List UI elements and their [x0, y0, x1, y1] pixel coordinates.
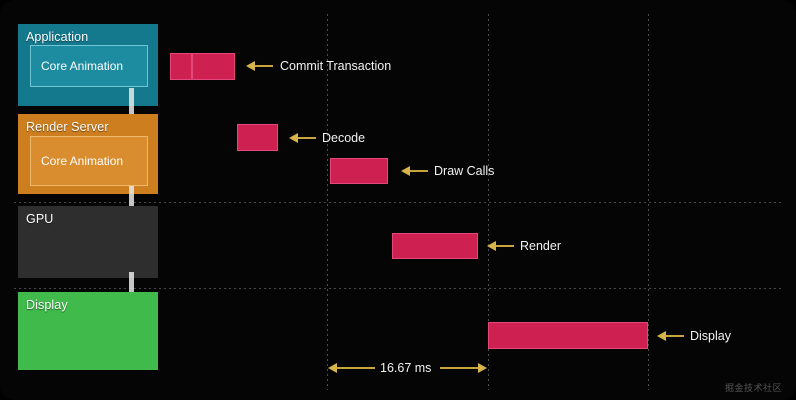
callout-display-line: [666, 335, 684, 337]
callout-display-arrowhead: [657, 331, 666, 341]
callout-decode-line: [298, 137, 316, 139]
measurement-line-right: [440, 367, 478, 369]
measurement-label: 16.67 ms: [380, 361, 432, 375]
lane-render-server-core-animation-box: Core Animation: [30, 136, 148, 186]
lane-application-core-animation-box: Core Animation: [30, 45, 148, 87]
measurement-arrowhead-right: [478, 363, 487, 373]
flow-arrow-app-to-render-server-shaft: [129, 88, 134, 122]
measurement-arrowhead-left: [328, 363, 337, 373]
callout-render-line: [496, 245, 514, 247]
bar-decode: [237, 124, 278, 151]
callout-draw-calls-arrowhead: [401, 166, 410, 176]
lane-render-server-core-animation-label: Core Animation: [41, 154, 124, 168]
lane-gpu: GPU: [18, 206, 158, 278]
lane-application-core-animation-label: Core Animation: [41, 59, 124, 73]
callout-render-label: Render: [520, 239, 561, 253]
callout-render-arrowhead: [487, 241, 496, 251]
lane-gpu-title: GPU: [26, 212, 54, 226]
measurement-line-left: [337, 367, 375, 369]
callout-draw-calls-label: Draw Calls: [434, 164, 495, 178]
callout-commit-transaction-label: Commit Transaction: [280, 59, 392, 73]
callout-commit-transaction-arrowhead: [246, 61, 255, 71]
flow-arrow-gpu-to-display-shaft: [129, 272, 134, 302]
callout-display-label: Display: [690, 329, 731, 343]
bar-commit-transaction-segment-2: [192, 53, 235, 80]
lane-display-title: Display: [26, 298, 68, 312]
bar-display: [488, 322, 648, 349]
watermark: 掘金技术社区: [724, 383, 782, 393]
lane-display: Display: [18, 292, 158, 370]
bar-commit-transaction-segment-1: [170, 53, 192, 80]
callout-decode-label: Decode: [322, 131, 366, 145]
bar-draw-calls: [330, 158, 388, 184]
gridline-horizontal-gpu: [14, 202, 784, 203]
bar-render: [392, 233, 478, 259]
lane-render-server-title: Render Server: [26, 120, 109, 134]
callout-decode-arrowhead: [289, 133, 298, 143]
flow-arrow-render-server-to-gpu-shaft: [129, 186, 134, 216]
callout-draw-calls-line: [410, 170, 428, 172]
gridline-horizontal-display: [14, 288, 784, 289]
callout-commit-transaction-line: [255, 65, 273, 67]
lane-application-title: Application: [26, 30, 89, 44]
